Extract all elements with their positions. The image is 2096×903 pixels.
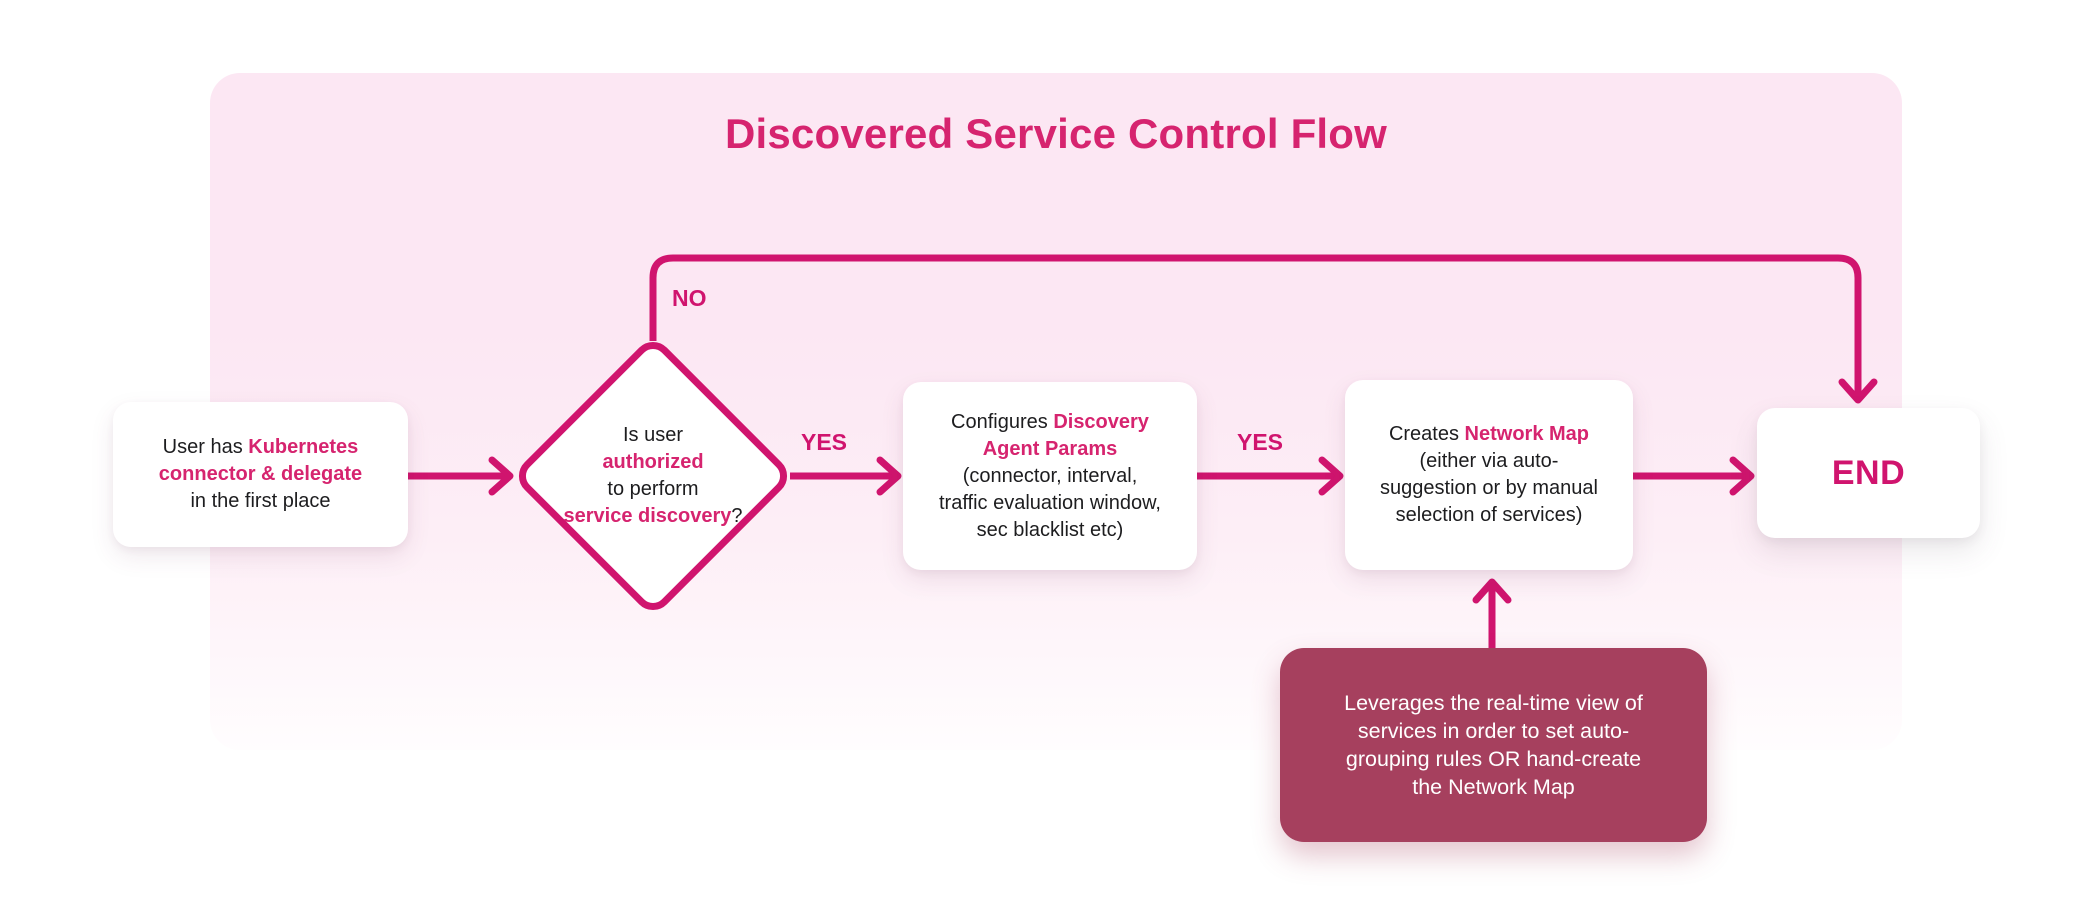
text-line: selection of services) <box>1395 504 1583 526</box>
text-line: Leverages the real-time view of <box>1344 691 1643 715</box>
node-decision-text: Is user authorized to perform service di… <box>553 331 753 621</box>
node-start-text: User has Kubernetes connector & delegate… <box>159 434 362 515</box>
edge-decision-no-to-end <box>649 254 1878 404</box>
text-line: Is user <box>622 424 684 446</box>
text-line: Creates Network Map <box>1380 421 1598 448</box>
text-line: sec blacklist etc) <box>976 518 1124 541</box>
text-segment: Creates <box>1388 423 1465 445</box>
decision-diamond-icon <box>518 341 788 611</box>
text-segment-highlight: Kubernetes <box>248 436 359 458</box>
note-box-text: Leverages the real-time view of services… <box>1344 689 1643 801</box>
text-line: User has Kubernetes <box>159 434 362 461</box>
text-line: suggestion or by manual <box>1380 477 1598 499</box>
node-start: User has Kubernetes connector & delegate… <box>113 402 408 547</box>
text-segment-highlight: service discovery <box>563 505 732 527</box>
node-end: END <box>1757 408 1980 538</box>
note-box: Leverages the real-time view of services… <box>1280 648 1707 842</box>
text-segment-highlight: Discovery <box>1053 410 1149 433</box>
text-line: (connector, interval, <box>962 464 1138 487</box>
text-line-highlight: authorized <box>602 451 704 473</box>
text-line-highlight: Agent Params <box>982 437 1118 460</box>
text-line: grouping rules OR hand-create <box>1345 747 1642 771</box>
end-label: END <box>1831 453 1906 492</box>
text-line: to perform <box>607 478 699 500</box>
text-line: in the first place <box>190 490 331 512</box>
text-line: traffic evaluation window, <box>939 491 1161 514</box>
text-segment: Configures <box>951 410 1054 433</box>
text-line: the Network Map <box>1412 775 1575 799</box>
node-configure: Configures Discovery Agent Params (conne… <box>903 382 1197 570</box>
text-line: (either via auto- <box>1419 450 1559 472</box>
text-line-highlight: connector & delegate <box>158 463 363 485</box>
edge-label-no: NO <box>672 285 707 311</box>
text-line: service discovery? <box>563 503 742 530</box>
edge-label-yes-1: YES <box>800 429 848 455</box>
node-create-map-text: Creates Network Map (either via auto- su… <box>1380 421 1598 529</box>
node-decision: Is user authorized to perform service di… <box>508 331 798 621</box>
node-configure-text: Configures Discovery Agent Params (conne… <box>939 409 1161 544</box>
text-segment: User has <box>162 436 249 458</box>
text-segment: ? <box>731 505 743 527</box>
node-create-map: Creates Network Map (either via auto- su… <box>1345 380 1633 570</box>
page-title: Discovered Service Control Flow <box>724 110 1388 157</box>
text-line: services in order to set auto- <box>1357 719 1630 743</box>
edge-label-yes-2: YES <box>1236 429 1284 455</box>
text-line: Configures Discovery <box>939 409 1161 436</box>
text-segment-highlight: Network Map <box>1464 423 1590 445</box>
